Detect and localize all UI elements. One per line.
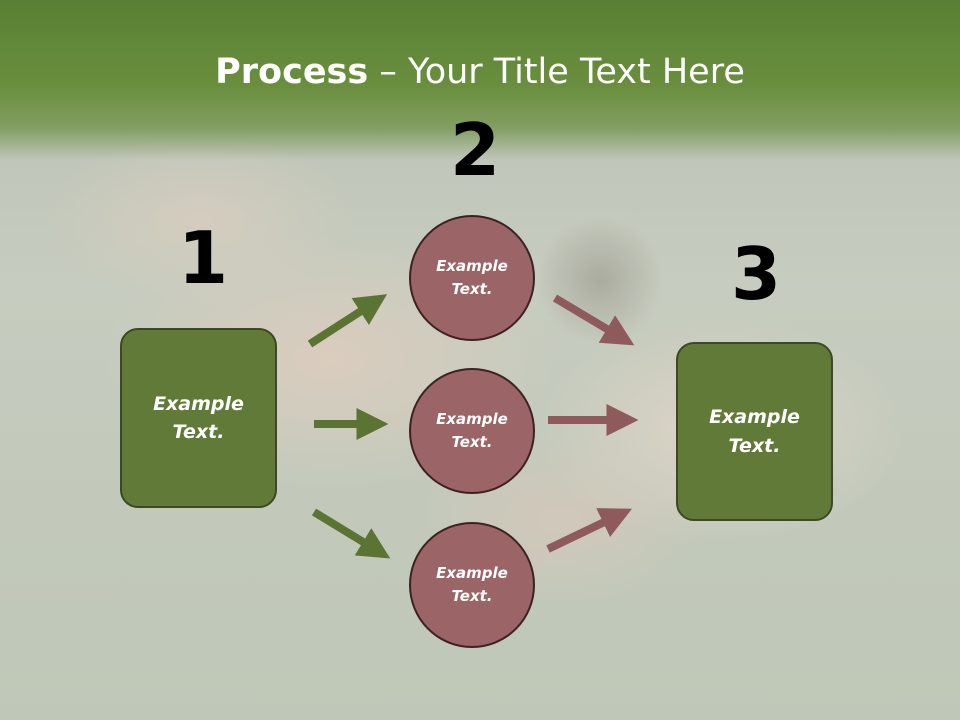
right-process-box: Example Text. [676,342,833,521]
arrow-left-to-bottom [311,508,391,559]
left-process-box: Example Text. [120,328,277,508]
step-number-2: 2 [450,108,501,192]
circle-top: Example Text. [409,215,535,341]
circle-bottom: Example Text. [409,522,535,648]
step-number-1: 1 [178,216,229,300]
circle-top-line2: Text. [451,280,493,298]
title-bold-part: Process [215,52,369,92]
slide-title: Process – Your Title Text Here [0,52,960,92]
circle-bottom-line1: Example [436,563,508,582]
arrow-top-to-right [552,294,635,346]
left-box-line1: Example [153,392,244,415]
title-rest-part: – Your Title Text Here [368,52,745,92]
circle-bottom-line2: Text. [451,587,493,605]
circle-middle-line1: Example [436,409,508,428]
circle-middle: Example Text. [409,368,535,494]
right-box-line1: Example [709,406,800,428]
left-box-line2: Text. [172,421,225,443]
header-band [0,0,960,160]
circle-middle-line2: Text. [451,433,493,451]
right-box-line2: Text. [728,434,781,457]
circle-top-line1: Example [436,256,508,275]
arrow-bottom-to-right [546,508,632,553]
step-number-3: 3 [731,232,782,316]
arrow-left-to-top [307,294,388,348]
